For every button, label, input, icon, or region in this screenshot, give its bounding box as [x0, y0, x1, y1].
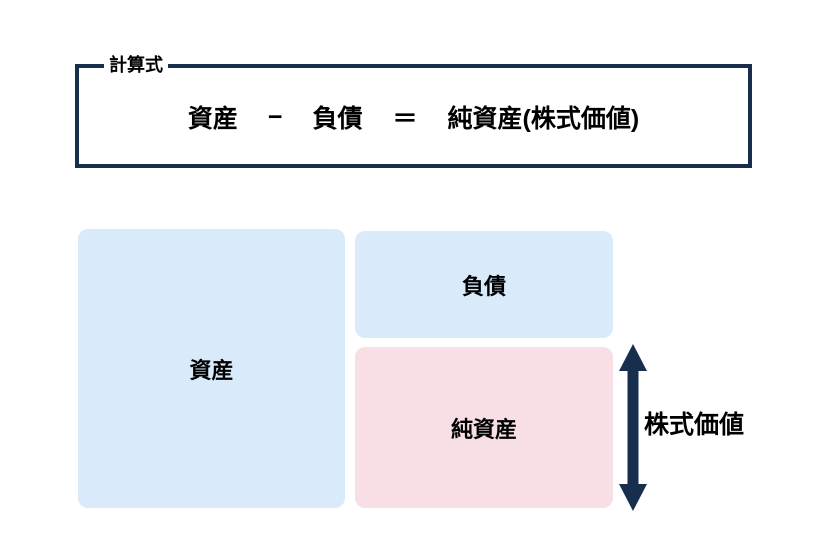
- formula-legend: 計算式: [104, 53, 168, 77]
- liabilities-box: 負債: [355, 231, 613, 338]
- net-assets-box-label: 純資産: [450, 416, 517, 442]
- formula-box: 資産 − 負債 ＝ 純資産(株式価値): [75, 64, 752, 168]
- formula-term-net-assets: 純資産(株式価値): [447, 105, 640, 133]
- double-arrow-icon: [619, 344, 647, 511]
- formula-text: 資産 − 負債 ＝ 純資産(株式価値): [188, 99, 639, 135]
- minus-operator: −: [267, 102, 283, 131]
- net-assets-box: 純資産: [355, 347, 613, 508]
- assets-box: 資産: [78, 229, 345, 508]
- formula-term-liabilities: 負債: [312, 105, 363, 133]
- liabilities-box-label: 負債: [461, 273, 506, 299]
- formula-term-assets: 資産: [187, 105, 238, 133]
- assets-box-label: 資産: [189, 357, 234, 383]
- equals-operator: ＝: [392, 105, 418, 133]
- equity-arrow-label: 株式価値: [644, 411, 745, 439]
